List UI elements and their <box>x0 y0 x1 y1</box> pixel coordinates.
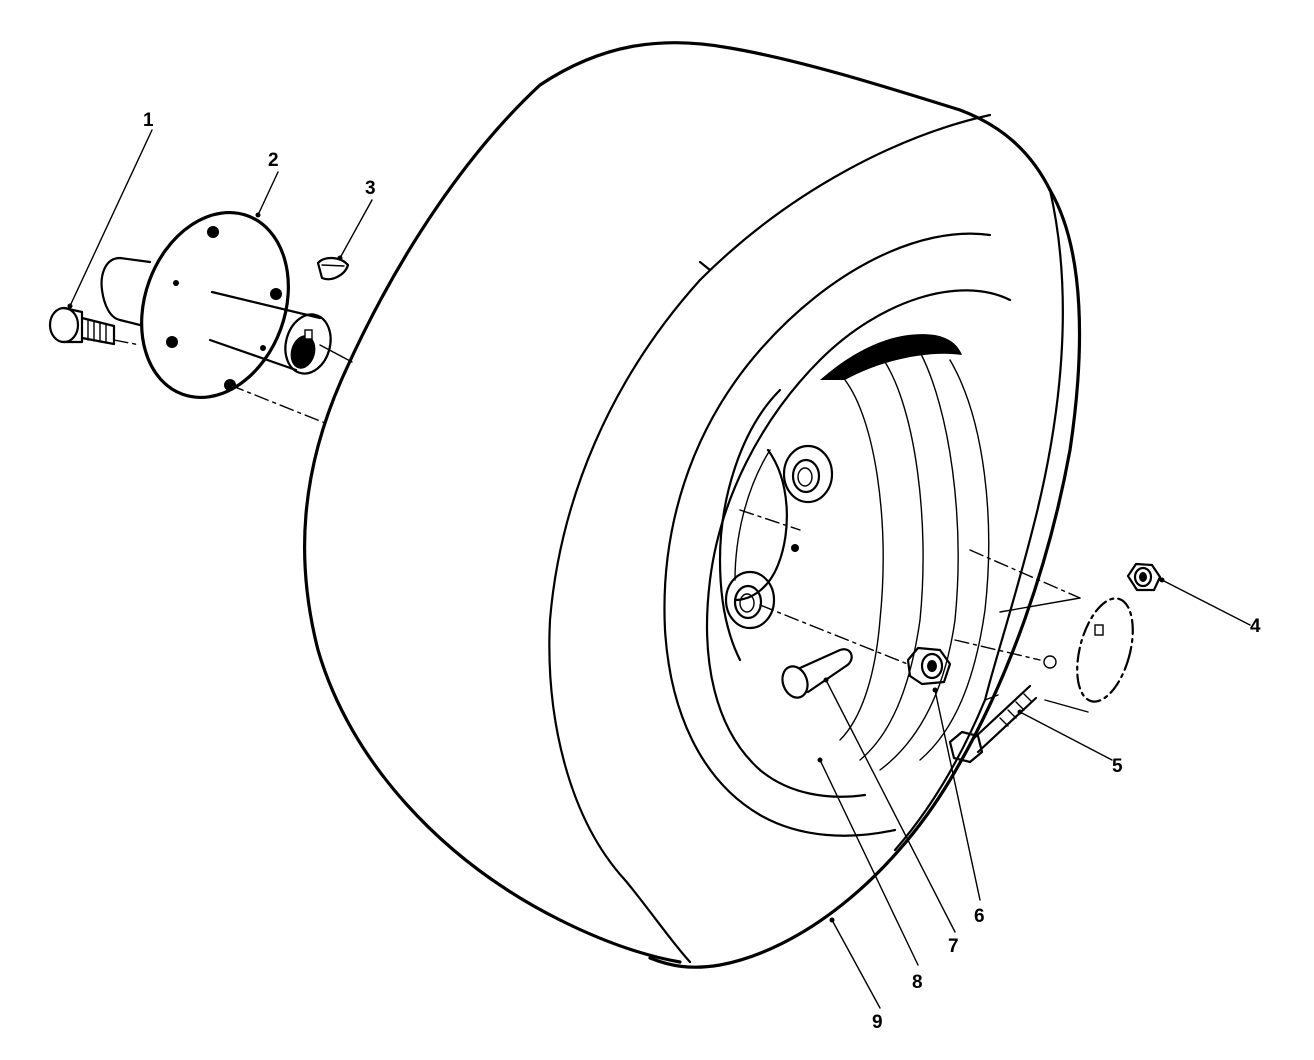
rim-center-opening <box>733 448 788 602</box>
hub-bolt-hole-3 <box>166 336 178 348</box>
axle-spacer <box>999 597 1134 713</box>
hub-flange <box>140 210 290 400</box>
leader-6 <box>934 689 981 901</box>
rim <box>663 232 1012 837</box>
rim-well-4 <box>919 359 990 761</box>
callout-3: 3 <box>365 178 376 199</box>
hub-keyway <box>304 329 313 340</box>
lug-nut-6 <box>906 646 952 686</box>
carriage-bolt <box>48 306 116 346</box>
leader-8 <box>819 759 919 966</box>
rim-hub-inner <box>734 449 771 581</box>
tire-tread-right <box>983 188 1064 702</box>
leader-4 <box>1161 579 1251 626</box>
leader-9 <box>831 919 881 1009</box>
tire-outer-outline <box>302 370 682 964</box>
hub-bolt-hole-1 <box>207 226 219 238</box>
hub-front-tube-bottom <box>208 338 298 372</box>
rim-well-1 <box>839 379 884 741</box>
callout-labels: 1 2 3 4 5 6 7 8 9 <box>143 110 1261 1033</box>
tire-tread-break <box>698 260 712 272</box>
callout-6: 6 <box>974 906 985 927</box>
leader-lines <box>67 129 1251 1009</box>
leader-2 <box>257 171 279 216</box>
rim-well-2 <box>859 361 924 761</box>
hub-small-hole-2 <box>260 345 266 351</box>
hub <box>100 210 332 400</box>
callout-5: 5 <box>1112 756 1123 777</box>
rim-center-dash <box>739 509 801 531</box>
hub-bore <box>290 335 316 369</box>
rim-hub-face <box>718 388 782 662</box>
hub-bolt-hole-2 <box>270 288 282 300</box>
rim-lug-boss-lower <box>724 570 776 630</box>
rim-shadow <box>820 334 962 380</box>
callout-2: 2 <box>268 150 279 171</box>
leader-5 <box>1019 711 1113 761</box>
rim-lug-boss-upper <box>782 444 834 504</box>
rim-flange-inner <box>705 289 1012 798</box>
hex-bolt <box>948 655 1057 764</box>
hub-rear-tube <box>100 256 152 327</box>
leader-3 <box>339 199 373 259</box>
assembly-lines <box>113 339 1081 701</box>
rim-outer-flange <box>663 232 992 837</box>
hub-front-tube-top <box>210 290 322 320</box>
callout-1: 1 <box>143 110 154 131</box>
tire-top-edge <box>343 41 1052 374</box>
callout-9: 9 <box>872 1012 883 1033</box>
tire-tread-lower <box>893 698 987 852</box>
leader-7 <box>825 679 956 933</box>
nut-4 <box>1126 562 1162 592</box>
leader-1 <box>69 129 153 307</box>
rim-well-3 <box>879 351 959 771</box>
callout-8: 8 <box>912 972 923 993</box>
tire-front-outline <box>648 188 1082 969</box>
valve-stem <box>781 648 853 699</box>
tire-sidewall-edge <box>548 113 992 964</box>
callout-4: 4 <box>1250 616 1261 637</box>
woodruff-key <box>316 256 350 281</box>
tire <box>302 41 1082 969</box>
callout-7: 7 <box>948 936 959 957</box>
hub-small-hole-1 <box>173 280 179 286</box>
rim-small-hole <box>791 544 799 552</box>
